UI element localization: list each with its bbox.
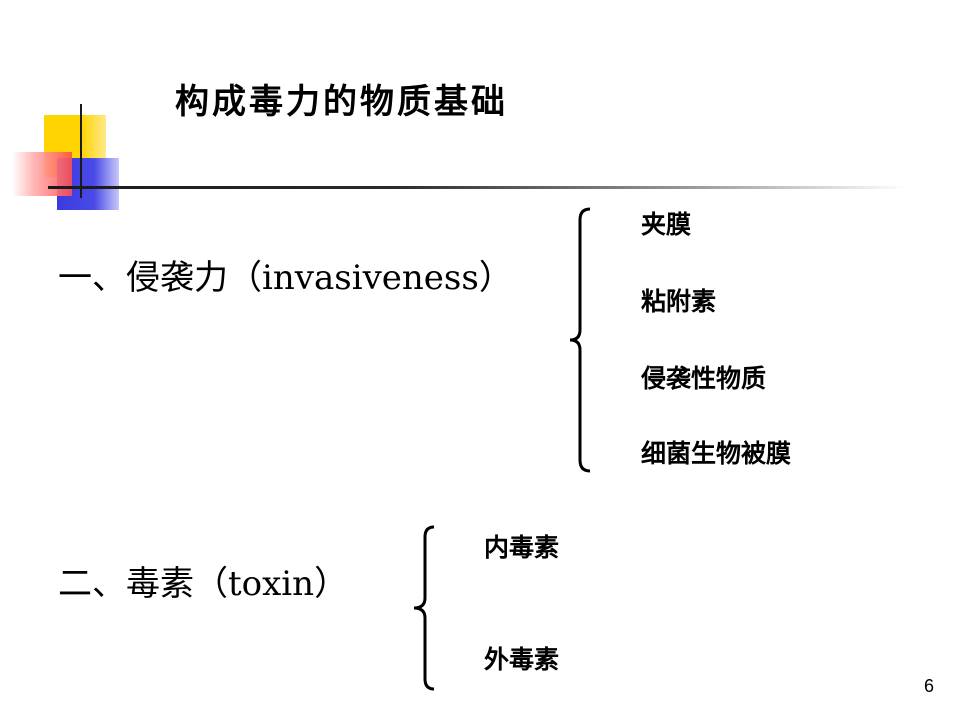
title-divider-line: [48, 186, 908, 189]
invasiveness-item: 侵袭性物质: [641, 364, 767, 393]
invasiveness-item: 夹膜: [641, 210, 692, 239]
slide-title: 构成毒力的物质基础: [175, 82, 508, 122]
toxin-item: 外毒素: [484, 645, 560, 674]
invasiveness-item: 粘附素: [641, 287, 717, 316]
page-number: 6: [923, 676, 934, 696]
toxin-item: 内毒素: [484, 533, 560, 562]
invasiveness-item: 细菌生物被膜: [641, 439, 792, 468]
brace-invasiveness-icon: [569, 207, 591, 473]
decorative-red-square: [12, 152, 72, 196]
decorative-vertical-line: [80, 104, 82, 198]
brace-toxin-icon: [413, 525, 435, 691]
section-heading-invasiveness: 一、侵袭力（invasiveness）: [58, 258, 513, 298]
section-heading-toxin: 二、毒素（toxin）: [58, 564, 349, 604]
